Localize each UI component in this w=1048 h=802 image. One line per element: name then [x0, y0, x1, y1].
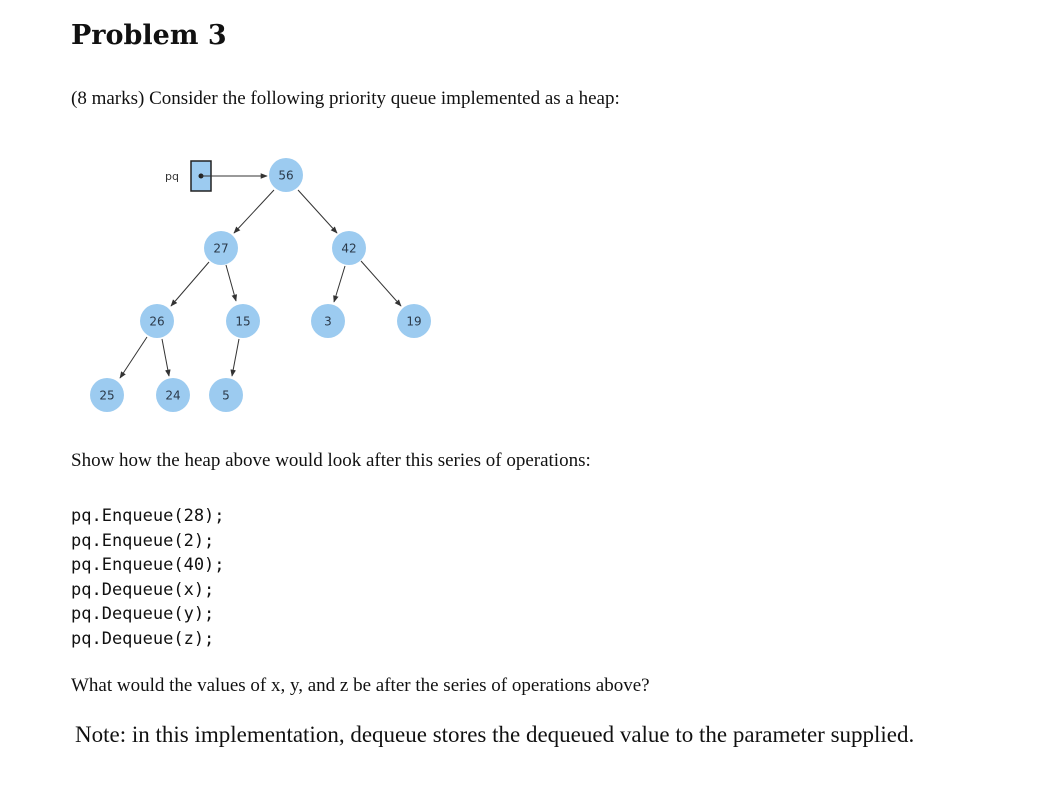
- heap-node-label: 42: [341, 242, 356, 256]
- heap-node: 19: [397, 304, 431, 338]
- heap-node-label: 27: [213, 242, 228, 256]
- heap-node: 26: [140, 304, 174, 338]
- heap-node-label: 5: [222, 389, 230, 403]
- heap-edge: [360, 260, 402, 307]
- pq-label: pq: [165, 170, 179, 183]
- heap-edge: [225, 264, 238, 302]
- code-line: pq.Enqueue(40);: [71, 555, 225, 575]
- heap-node: 15: [226, 304, 260, 338]
- heap-edge: [333, 265, 346, 303]
- heap-node: 42: [332, 231, 366, 265]
- heap-diagram: pq 56 27 42 26 15 3 19 25: [90, 158, 431, 412]
- operations-code-block: pq.Enqueue(28); pq.Enqueue(2); pq.Enqueu…: [71, 504, 225, 651]
- heap-edge: [297, 189, 338, 234]
- code-line: pq.Dequeue(z);: [71, 628, 215, 649]
- heap-node-label: 15: [235, 315, 250, 329]
- heap-edge: [119, 336, 148, 379]
- heap-node-label: 56: [278, 169, 293, 183]
- heap-node-label: 19: [406, 315, 421, 329]
- code-line: pq.Enqueue(2);: [71, 530, 215, 551]
- heap-edge: [170, 261, 210, 307]
- operations-prompt: Show how the heap above would look after…: [71, 450, 591, 471]
- values-question: What would the values of x, y, and z be …: [71, 675, 650, 696]
- implementation-note: Note: in this implementation, dequeue st…: [75, 722, 915, 747]
- heap-node-label: 26: [149, 315, 164, 329]
- heap-node: 56: [269, 158, 303, 192]
- heap-node: 27: [204, 231, 238, 265]
- problem-intro: (8 marks) Consider the following priorit…: [71, 88, 620, 109]
- heap-node: 25: [90, 378, 124, 412]
- heap-edge: [161, 338, 171, 377]
- heap-node-label: 3: [324, 315, 332, 329]
- heap-node-label: 24: [165, 389, 180, 403]
- heap-node: 3: [311, 304, 345, 338]
- problem-title: Problem 3: [71, 20, 227, 51]
- code-line: pq.Dequeue(x);: [71, 579, 215, 600]
- heap-node-label: 25: [99, 389, 114, 403]
- heap-node: 5: [209, 378, 243, 412]
- heap-node: 24: [156, 378, 190, 412]
- code-line: pq.Enqueue(28);: [71, 506, 225, 526]
- code-line: pq.Dequeue(y);: [71, 604, 215, 624]
- heap-edge: [230, 338, 240, 377]
- heap-edge: [233, 189, 275, 234]
